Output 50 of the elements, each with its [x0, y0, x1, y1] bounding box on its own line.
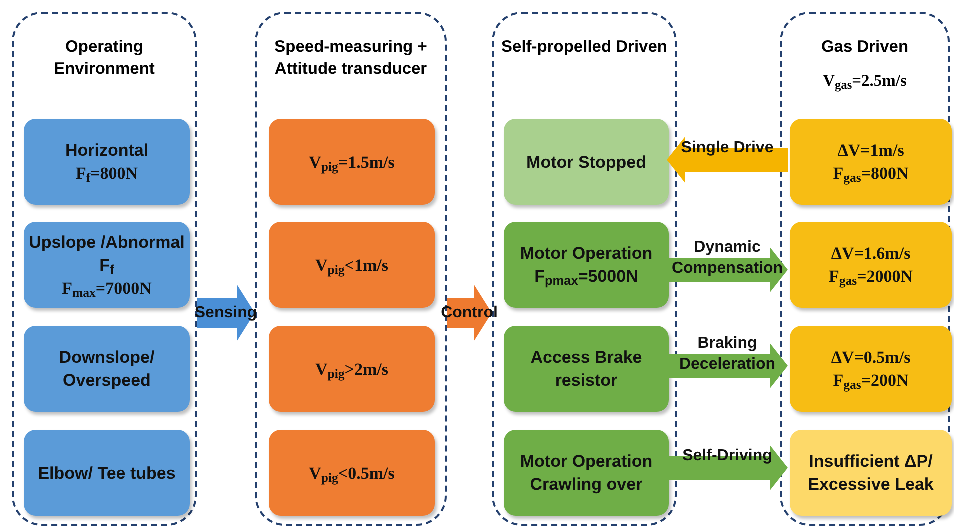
box-text: V$_{pig}$<1m/s: [314, 254, 390, 276]
group-panel: [780, 12, 950, 526]
box-text: Motor Stopped: [526, 152, 648, 174]
edge-label: Sensing: [194, 304, 258, 324]
process-box: [504, 430, 669, 516]
column-heading: Operating Environment: [53, 37, 156, 80]
process-box: [790, 430, 952, 516]
process-box: [269, 326, 435, 412]
process-box: [790, 119, 952, 205]
process-box: [24, 326, 190, 412]
box-text: F$_{f}$=800N: [74, 163, 140, 185]
box-text: V$_{pig}$<0.5m/s: [308, 462, 396, 484]
process-box: [790, 326, 952, 412]
box-text: Downslope/ Overspeed: [58, 347, 156, 392]
box-text: ΔV=1m/s: [836, 140, 906, 162]
box-text: Motor Operation Crawling over: [519, 451, 654, 496]
process-box: [24, 222, 190, 308]
column-heading: Speed-measuring + Attitude transducer: [274, 37, 428, 80]
process-box: [24, 119, 190, 205]
process-box: [24, 430, 190, 516]
process-box: [504, 222, 669, 308]
process-box: [269, 222, 435, 308]
column-heading: Self-propelled Driven: [500, 37, 668, 58]
box-text: Access Brake resistor: [530, 347, 644, 392]
edge-label: Dynamic Compensation: [670, 238, 784, 279]
block-arrow: [667, 247, 788, 293]
box-text: ΔV=0.5m/s: [830, 347, 912, 369]
block-arrow: [197, 284, 255, 342]
box-text: F$_{pmax}$=5000N: [534, 266, 640, 288]
column-heading: V$_{gas}$=2.5m/s: [822, 70, 908, 92]
box-text: Insufficient ΔP/ Excessive Leak: [807, 451, 935, 496]
box-text: V$_{pig}$=1.5m/s: [308, 152, 396, 174]
box-text: Elbow/ Tee tubes: [37, 462, 177, 484]
block-arrow: [667, 343, 788, 389]
box-text: Motor Operation: [519, 243, 654, 265]
edge-label: Braking Deceleration: [678, 334, 777, 375]
process-box: [504, 326, 669, 412]
box-text: Horizontal: [64, 140, 150, 162]
box-text: F$_{gas}$=800N: [832, 163, 910, 185]
column-heading: Gas Driven: [820, 37, 910, 58]
process-box: [269, 119, 435, 205]
group-panel: [12, 12, 197, 526]
box-text: F$_{max}$=7000N: [61, 278, 153, 300]
box-text: F$_{gas}$=200N: [832, 370, 910, 392]
process-box: [269, 430, 435, 516]
box-text: F$_{gas}$=2000N: [828, 266, 914, 288]
box-text: V$_{pig}$>2m/s: [314, 358, 390, 380]
process-box: [504, 119, 669, 205]
process-box: [790, 222, 952, 308]
box-text: ΔV=1.6m/s: [830, 243, 912, 265]
